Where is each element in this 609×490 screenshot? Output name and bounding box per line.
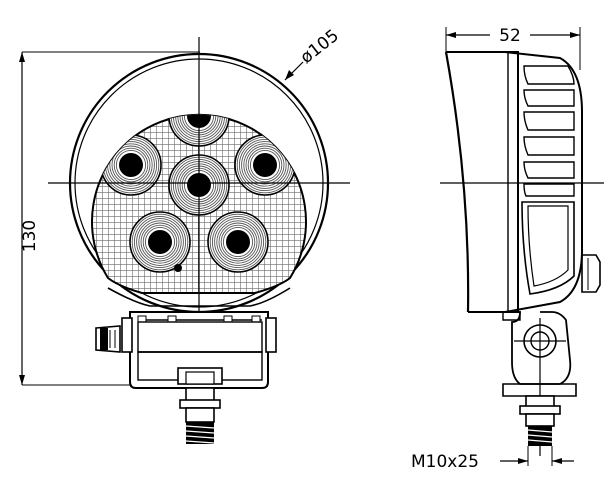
lens-screw [174, 264, 182, 272]
diameter-callout: ø105 [284, 26, 343, 81]
housing-side [504, 51, 583, 313]
dimension-diameter-label: ø105 [297, 26, 343, 68]
led-reflector [207, 211, 269, 273]
thread-stud-front [179, 387, 221, 444]
mounting-bracket-front [95, 311, 277, 389]
dimension-depth-label: 52 [499, 26, 521, 46]
dimension-thread-label: M10x25 [411, 452, 479, 472]
led-reflector [100, 134, 162, 196]
led-reflector [234, 134, 296, 196]
depth-dimension: 52 [445, 26, 581, 70]
thread-dimension: M10x25 [411, 452, 574, 472]
height-dimension: 130 [19, 51, 200, 386]
dimension-height-label: 130 [20, 220, 40, 252]
led-reflector [129, 211, 191, 273]
cable-gland [581, 254, 601, 293]
thread-stud-side [519, 395, 561, 466]
side-view: 52 [411, 26, 604, 472]
cooling-fins [521, 65, 575, 295]
front-view: 130 ø105 [19, 26, 350, 444]
